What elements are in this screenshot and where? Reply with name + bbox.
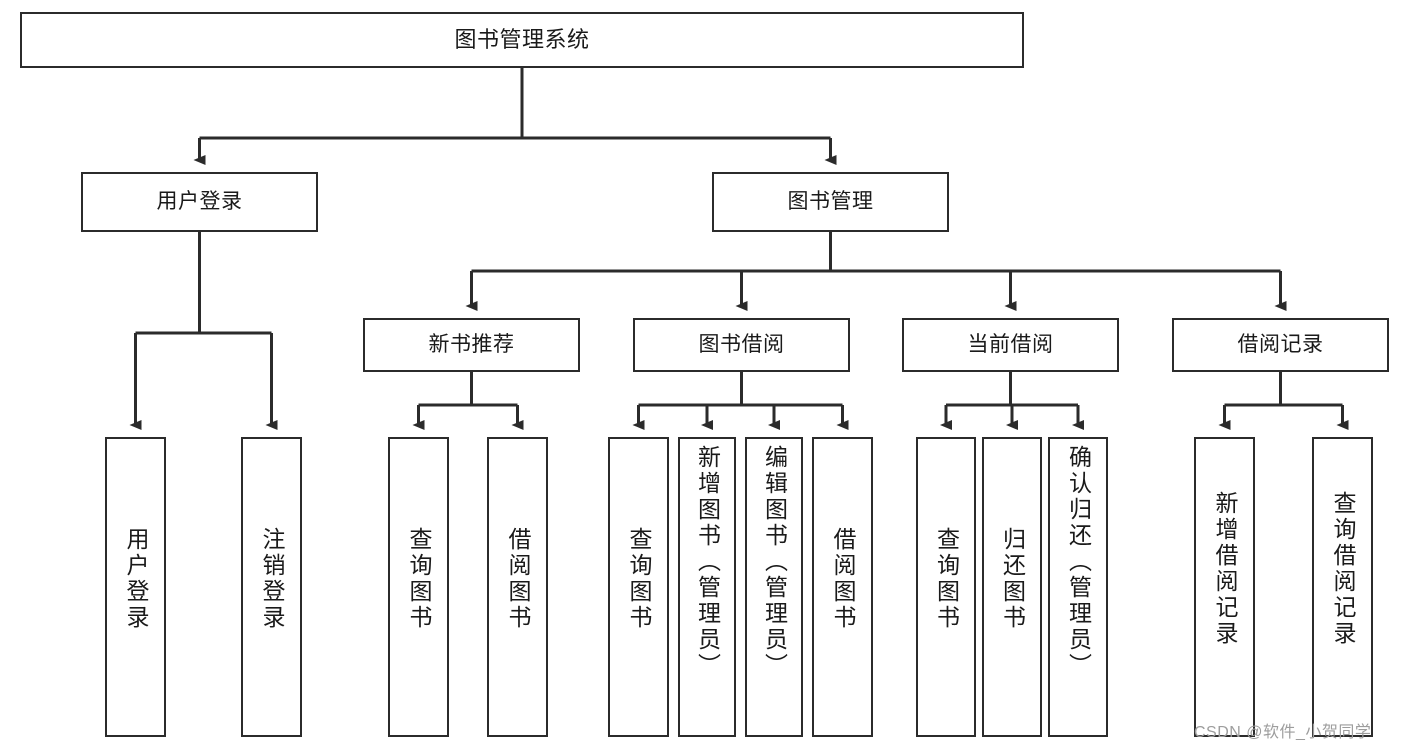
node-label: 用户登录 xyxy=(123,527,149,631)
node-current-borrow[interactable]: 当前借阅 xyxy=(902,318,1119,372)
node-leaf-add-book[interactable]: 新增图书（管理员） xyxy=(678,437,736,737)
node-book-borrow[interactable]: 图书借阅 xyxy=(633,318,850,372)
node-leaf-query-record[interactable]: 查询借阅记录 xyxy=(1312,437,1373,737)
node-leaf-user-logout[interactable]: 注销登录 xyxy=(241,437,302,737)
csdn-watermark: CSDN @软件_小贺同学 xyxy=(1194,724,1372,741)
node-label: 查询图书 xyxy=(406,527,432,631)
node-label: 查询图书 xyxy=(933,527,960,631)
node-label: 图书管理 xyxy=(787,189,874,213)
node-label: 用户登录 xyxy=(156,189,243,213)
node-new-book-rec[interactable]: 新书推荐 xyxy=(363,318,580,372)
node-label: 查询图书 xyxy=(626,527,652,631)
node-leaf-edit-book[interactable]: 编辑图书（管理员） xyxy=(745,437,803,737)
node-leaf-confirm-return[interactable]: 确认归还（管理员） xyxy=(1048,437,1108,737)
node-leaf-query-book-2[interactable]: 查询图书 xyxy=(608,437,669,737)
node-user-login[interactable]: 用户登录 xyxy=(81,172,318,232)
node-leaf-borrow-book-2[interactable]: 借阅图书 xyxy=(812,437,873,737)
node-borrow-record[interactable]: 借阅记录 xyxy=(1172,318,1389,372)
node-label: 新增图书（管理员） xyxy=(694,445,721,679)
node-label: 借阅图书 xyxy=(830,527,856,631)
node-label: 新书推荐 xyxy=(428,332,515,356)
node-label: 注销登录 xyxy=(259,527,285,631)
node-leaf-return-book[interactable]: 归还图书 xyxy=(982,437,1042,737)
node-book-manage[interactable]: 图书管理 xyxy=(712,172,949,232)
node-leaf-query-book-1[interactable]: 查询图书 xyxy=(388,437,449,737)
node-label: 查询借阅记录 xyxy=(1330,491,1356,647)
node-label: 图书借阅 xyxy=(698,332,785,356)
node-label: 编辑图书（管理员） xyxy=(761,445,788,679)
node-label: 确认归还（管理员） xyxy=(1065,445,1092,679)
node-leaf-user-login[interactable]: 用户登录 xyxy=(105,437,166,737)
node-leaf-query-book-3[interactable]: 查询图书 xyxy=(916,437,976,737)
node-label: 借阅图书 xyxy=(505,527,531,631)
node-label: 新增借阅记录 xyxy=(1212,491,1238,647)
node-root[interactable]: 图书管理系统 xyxy=(20,12,1024,68)
node-leaf-borrow-book-1[interactable]: 借阅图书 xyxy=(487,437,548,737)
node-label: 图书管理系统 xyxy=(454,27,590,53)
node-leaf-add-record[interactable]: 新增借阅记录 xyxy=(1194,437,1255,737)
node-label: 归还图书 xyxy=(999,527,1026,631)
node-label: 借阅记录 xyxy=(1237,332,1324,356)
node-label: 当前借阅 xyxy=(967,332,1054,356)
